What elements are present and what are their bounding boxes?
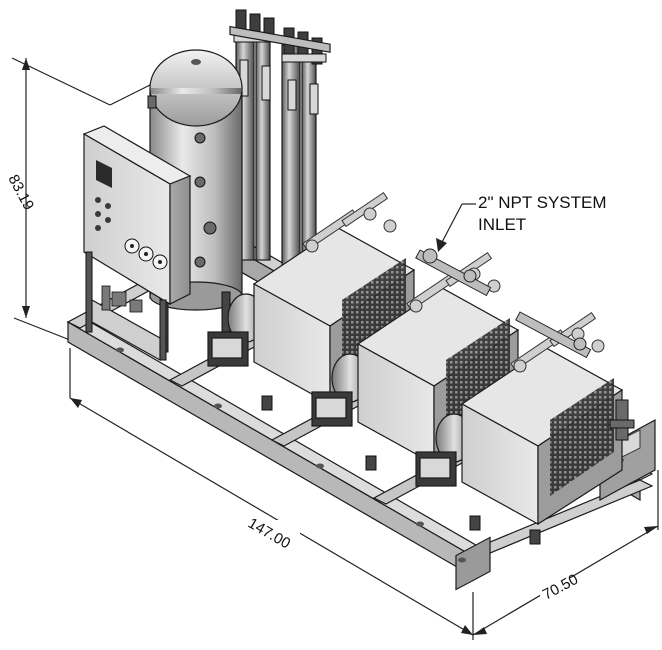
inlet-manifold [415, 248, 592, 359]
width-dimension-label: 70.50 [540, 571, 581, 604]
inlet-callout: 2" NPT SYSTEM INLET [436, 193, 607, 252]
outlet-valve [609, 399, 635, 441]
height-dimension-label: 83.19 [4, 172, 37, 213]
control-panel [82, 125, 192, 362]
callout-line-1: 2" NPT SYSTEM [478, 193, 607, 212]
dryer-columns [229, 9, 331, 271]
callout-line-2: INLET [478, 215, 526, 234]
